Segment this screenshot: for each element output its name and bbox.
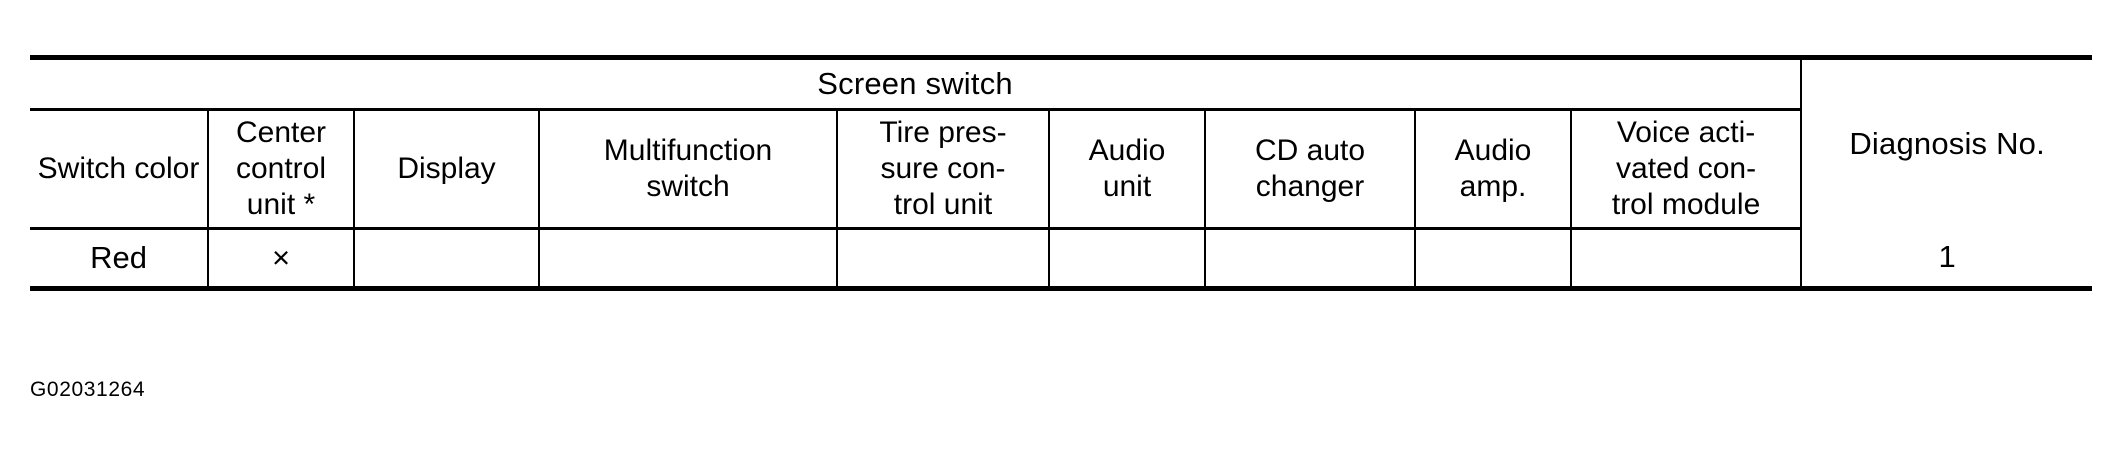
column-header-cd-auto-changer-line-1: CD auto [1254, 134, 1366, 167]
column-header-multifunction-switch-line-1: Multifunction [603, 134, 773, 167]
column-header-tire-pressure-control-unit-line-1: Tire pres- [879, 116, 1007, 149]
cell-audio-amp [1414, 228, 1571, 291]
column-header-audio-amp-line-1: Audio [1454, 134, 1532, 167]
column-header-audio-unit: Audio unit [1048, 109, 1205, 230]
column-header-multifunction-switch-line-2: switch [646, 170, 730, 203]
table-group-header-row: Screen switch Diagnosis No. [30, 57, 2093, 229]
cell-voice-activated-control-module [1569, 228, 1802, 291]
column-header-tire-pressure-control-unit-line-2: sure con- [880, 152, 1006, 185]
cell-diagnosis-no: 1 [1800, 228, 2093, 291]
cell-tire-pressure-control-unit [836, 228, 1049, 291]
column-header-center-control-unit-line-1: Center [235, 116, 327, 149]
table-header-row: Switch color Center control unit * Displ… [30, 109, 2092, 230]
column-header-tire-pressure-control-unit: Tire pres- sure con- trol unit [836, 109, 1049, 230]
column-header-voice-activated-control-module-line-3: trol module [1611, 188, 1761, 221]
column-header-multifunction-switch: Multifunction switch [538, 109, 837, 230]
cell-switch-color: Red [30, 228, 208, 291]
column-header-voice-activated-control-module-line-2: vated con- [1616, 152, 1757, 185]
cell-display [353, 228, 539, 291]
diagnosis-table: Screen switch Diagnosis No. Switch color… [30, 55, 2093, 291]
cell-audio-unit [1048, 228, 1205, 291]
column-header-diagnosis-no-line-1: Diagnosis No. [1849, 126, 2045, 162]
cell-center-control-unit: × [207, 228, 354, 291]
column-header-audio-amp: Audio amp. [1414, 109, 1571, 230]
column-header-voice-activated-control-module: Voice acti- vated con- trol module [1569, 109, 1802, 230]
column-header-center-control-unit-line-2: control [235, 152, 327, 185]
column-header-display-line-1: Display [397, 152, 496, 185]
column-header-cd-auto-changer: CD auto changer [1204, 109, 1415, 230]
table-row: Red × 1 [30, 228, 2093, 291]
column-header-audio-unit-line-2: unit [1102, 170, 1152, 203]
column-header-switch-color: Switch color [30, 109, 208, 230]
column-header-center-control-unit-line-3: unit * [246, 188, 316, 221]
column-header-audio-unit-line-1: Audio [1088, 134, 1166, 167]
column-header-cd-auto-changer-line-2: changer [1255, 170, 1365, 203]
cell-cd-auto-changer [1204, 228, 1415, 291]
column-header-audio-amp-line-2: amp. [1459, 170, 1527, 203]
column-header-display: Display [353, 109, 539, 230]
column-header-diagnosis-no: Diagnosis No. [1800, 57, 2093, 229]
column-header-center-control-unit: Center control unit * [207, 109, 354, 230]
group-header-screen-switch: Screen switch [30, 57, 1802, 111]
column-header-voice-activated-control-module-line-1: Voice acti- [1616, 116, 1756, 149]
figure-caption: G02031264 [30, 378, 146, 401]
cell-multifunction-switch [538, 228, 837, 291]
column-header-switch-color-line-1: Switch color [37, 152, 200, 185]
column-header-tire-pressure-control-unit-line-3: trol unit [893, 188, 993, 221]
